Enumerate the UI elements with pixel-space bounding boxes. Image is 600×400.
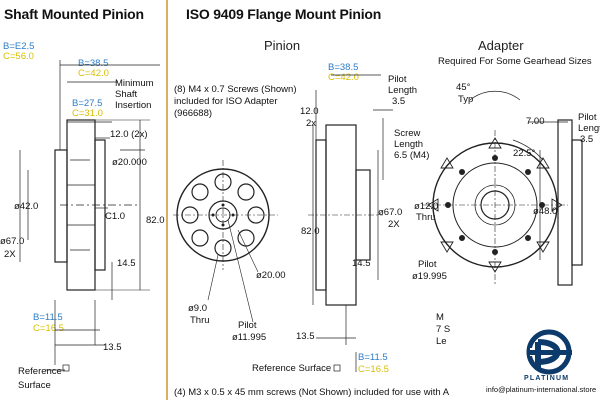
- screws-note-3: (966688): [174, 108, 213, 119]
- ref-surface-right: Reference Surface: [252, 363, 332, 374]
- screw-len-3: 6.5 (M4): [394, 150, 430, 161]
- c-low-label: C=31.0: [72, 108, 103, 119]
- pilot-len-3: 3.5: [392, 96, 406, 107]
- b-low-label: B=27.5: [72, 98, 103, 109]
- adapter-700: 7.00: [526, 116, 545, 127]
- dim-20: ø20.000: [112, 157, 147, 168]
- c-bottom-right: C=16.5: [358, 364, 389, 375]
- min-insertion-2: Shaft: [115, 89, 138, 100]
- dim-c1: C1.0: [105, 211, 126, 222]
- adapter-note: Required For Some Gearhead Sizes: [438, 56, 592, 67]
- shaft-mounted-panel: Shaft Mounted Pinion B=E2.5 C=56.0 B=38.…: [0, 0, 168, 400]
- dim-2x: 2X: [4, 249, 16, 260]
- pilot-bottom-1: Pilot: [238, 320, 257, 331]
- min-insertion-3: Insertion: [115, 100, 152, 111]
- adapter-pilot-1: Pilot: [578, 112, 597, 123]
- dim-120: ø12.0: [414, 201, 439, 212]
- iso-drawing: [173, 74, 583, 372]
- b-top-right: B=38.5: [328, 62, 359, 73]
- adapter-m-3: Le: [436, 336, 447, 347]
- b-top-label: B=E2.5: [3, 41, 35, 52]
- b-bottom-right: B=11.5: [358, 352, 388, 363]
- dim-82-right: 82.0: [301, 226, 320, 237]
- dim-42: ø42.0: [14, 201, 39, 212]
- adapter-225: 22.5°: [513, 148, 536, 159]
- reference-label: Reference: [18, 366, 62, 377]
- shaft-mounted-title: Shaft Mounted Pinion: [4, 6, 144, 22]
- c-top-label: C=56.0: [3, 51, 34, 62]
- b-mid-label: B=38.5: [78, 58, 109, 69]
- dim-145: 14.5: [117, 258, 136, 269]
- iso-flange-panel: ISO 9409 Flange Mount Pinion Pinion Adap…: [168, 0, 600, 400]
- pilot-len-1: Pilot: [388, 74, 407, 85]
- dim-135: 13.5: [103, 342, 122, 353]
- c-mid-label: C=42.0: [78, 68, 109, 79]
- dim-67-right: ø67.0: [378, 207, 403, 218]
- dim-20-right: ø20.00: [256, 270, 286, 281]
- dim-67: ø67.0: [0, 236, 25, 247]
- adapter-m-2: 7 S: [436, 324, 451, 335]
- surface-label: Surface: [18, 380, 51, 391]
- bottom-note: (4) M3 x 0.5 x 45 mm screws (Not Shown) …: [174, 387, 450, 398]
- screw-len-1: Screw: [394, 128, 421, 139]
- dim-90-thru: Thru: [190, 315, 210, 326]
- adapter-m-1: M: [436, 312, 444, 323]
- pilot-len-2: Length: [388, 85, 418, 96]
- screws-note-2: included for ISO Adapter: [174, 96, 278, 107]
- adapter-pilot-2: Length: [578, 123, 600, 134]
- pilot-bottom-2: ø11.995: [232, 332, 267, 343]
- dim-135-right: 13.5: [296, 331, 315, 342]
- min-insertion-1: Minimum: [115, 78, 154, 89]
- pilot-right-2: ø19.995: [412, 271, 447, 282]
- platinum-brand-name: PLATINUM: [524, 375, 570, 382]
- c-bottom-label: C=16.5: [33, 323, 64, 334]
- adapter-45: 45°: [456, 82, 471, 93]
- platinum-url: info@platinum-international.store: [486, 385, 597, 394]
- dim-67-2x-right: 2X: [388, 219, 400, 230]
- pinion-label: Pinion: [264, 38, 301, 53]
- dim-145-right: 14.5: [352, 258, 371, 269]
- screw-len-2: Length: [394, 139, 424, 150]
- adapter-typ: Typ: [458, 94, 474, 105]
- adapter-48: ø48.0: [533, 206, 558, 217]
- dim-90: ø9.0: [188, 303, 208, 314]
- b-bottom-label: B=11.5: [33, 312, 63, 323]
- pilot-right-1: Pilot: [418, 259, 437, 270]
- dim-12-2x-right: 2x: [306, 118, 317, 129]
- shaft-pinion-drawing: [19, 60, 160, 372]
- adapter-label: Adapter: [478, 38, 524, 53]
- dim-120-thru: Thru: [416, 212, 436, 223]
- platinum-logo: [526, 329, 572, 375]
- screws-note-1: (8) M4 x 0.7 Screws (Shown): [174, 84, 297, 95]
- c-top-right: C=42.0: [328, 72, 359, 83]
- dim-82: 82.0: [146, 215, 165, 226]
- adapter-pilot-3: 3.5: [580, 134, 594, 145]
- dim-12-right: 12.0: [300, 106, 319, 117]
- iso-title: ISO 9409 Flange Mount Pinion: [186, 6, 382, 22]
- dim-12-2x: 12.0 (2x): [110, 129, 148, 140]
